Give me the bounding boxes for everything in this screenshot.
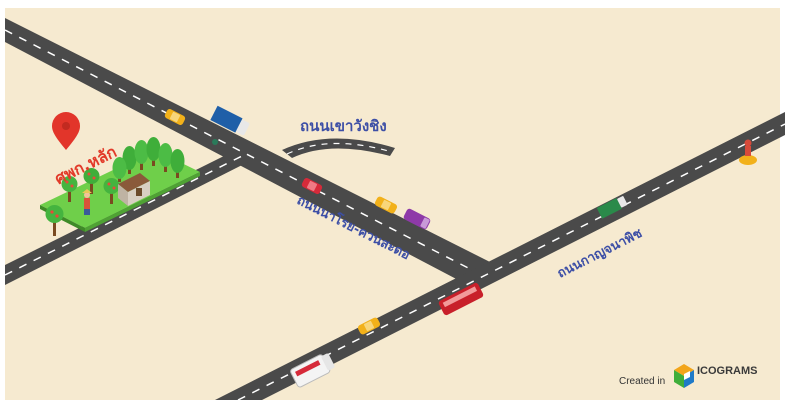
road-label-khao-wang-ching: ถนนเขาวังชิง — [300, 117, 387, 135]
truck-icon — [596, 196, 628, 219]
credit-brand: ICOGRAMS — [697, 365, 758, 377]
truck-icon — [210, 105, 250, 136]
location-pin-icon[interactable] — [52, 112, 80, 150]
van-icon — [403, 208, 431, 230]
tree-icon — [170, 149, 185, 178]
farm-area — [40, 137, 200, 236]
icograms-logo-icon — [674, 364, 694, 388]
roads-layer — [4, 18, 785, 400]
credit-prefix: Created in — [619, 376, 665, 387]
food-truck-icon — [290, 353, 335, 388]
tree-icon — [134, 140, 149, 170]
road-kanjanapanit — [215, 112, 785, 400]
tree-icon — [158, 143, 173, 172]
tree-icon — [83, 168, 100, 194]
road-main-northwest — [4, 18, 490, 282]
barn-icon — [118, 173, 150, 206]
bus-icon — [438, 282, 484, 316]
tree-icon — [146, 137, 161, 166]
tree-icon — [103, 178, 120, 204]
vehicles-layer — [164, 105, 757, 388]
credit-badge: Created in ICOGRAMS — [619, 364, 758, 388]
road-khao-wang-ching — [282, 138, 395, 158]
taxi-icon — [374, 196, 398, 214]
tree-icon — [112, 157, 127, 182]
scooter-icon — [739, 139, 757, 165]
road-west-branch — [4, 150, 252, 285]
car-icon — [301, 178, 323, 194]
taxi-icon — [164, 109, 186, 125]
farmer-icon — [82, 189, 92, 215]
tree-icon — [61, 176, 78, 202]
taxi-icon — [357, 317, 381, 335]
cyclist-icon — [212, 139, 218, 145]
tree-icon — [45, 205, 64, 236]
